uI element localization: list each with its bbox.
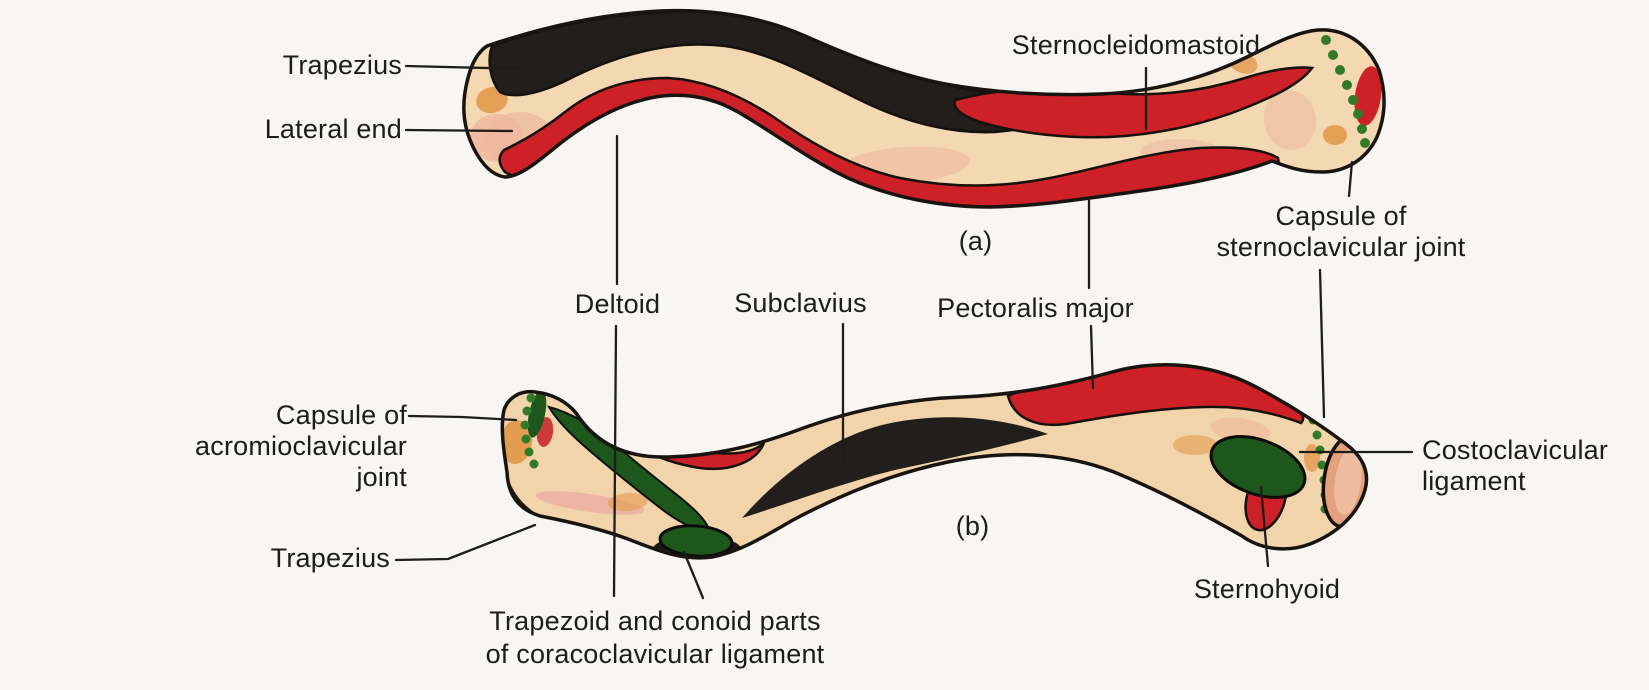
bone-a-outline <box>461 8 1386 209</box>
label-lateral-end: Lateral end <box>264 114 402 144</box>
bone-b-tint <box>1210 417 1270 443</box>
label-costoclavicular: Costoclavicular ligament <box>1422 435 1609 496</box>
label-trapezius-b: Trapezius <box>270 543 390 573</box>
costoclavicular-ligament-area <box>1209 435 1307 499</box>
conoid-ligament-area <box>658 524 734 558</box>
leader-capsule-sc-down <box>1318 268 1326 419</box>
subclavius-area <box>742 417 1048 518</box>
leader-capsule-sc-up <box>1347 160 1354 198</box>
label-subclavius: Subclavius <box>734 288 867 318</box>
leader-capsule-ac <box>407 414 518 422</box>
bone-a-orange-patch <box>1323 125 1347 145</box>
leader-deltoid-coracoclavicular <box>612 324 618 598</box>
bone-b-orange-patch <box>502 420 533 464</box>
clavicle-inferior-view <box>500 363 1369 560</box>
label-coracoclavicular: Trapezoid and conoid parts of coracoclav… <box>485 606 825 669</box>
label-sternocleidomastoid: Sternocleidomastoid <box>1011 30 1261 60</box>
view-marker-b: (b) <box>955 511 990 541</box>
label-pectoralis-major: Pectoralis major <box>937 293 1134 323</box>
bone-b-orange-patch <box>608 492 648 512</box>
leader-pectoralis-down <box>1089 324 1095 390</box>
sternal-facet-inner <box>1334 447 1362 515</box>
acromioclavicular-capsule-dots <box>520 393 539 469</box>
sternoclavicular-capsule-dots-a <box>1321 35 1370 148</box>
label-trapezius-a: Trapezius <box>282 50 402 80</box>
label-capsule-sternoclavicular: Capsule of sternoclavicular joint <box>1216 201 1466 262</box>
leader-trapezius-a <box>404 64 529 71</box>
bone-a-tint <box>1263 90 1317 150</box>
bone-b-outline <box>500 363 1369 560</box>
leader-trapezius-b <box>394 523 537 562</box>
leader-lines <box>394 64 1414 600</box>
leader-sternohyoid <box>1259 485 1270 568</box>
leader-lateral-end <box>404 128 514 133</box>
bone-a-orange-patch <box>476 86 508 114</box>
leader-conoid <box>682 550 705 600</box>
label-deltoid: Deltoid <box>574 289 661 319</box>
label-sternohyoid: Sternohyoid <box>1193 574 1341 604</box>
view-marker-a: (a) <box>958 226 993 256</box>
label-capsule-acromioclavicular: Capsule of acromioclavicular joint <box>195 400 407 492</box>
bone-b-orange-patch <box>1173 435 1217 455</box>
